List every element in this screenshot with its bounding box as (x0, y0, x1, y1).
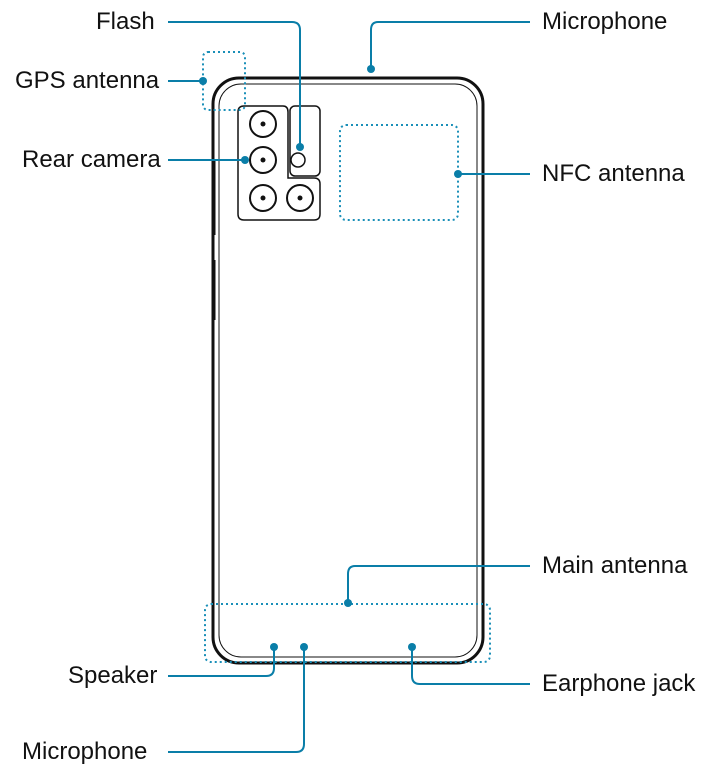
callout-lines (168, 21, 530, 753)
dotted-regions (202, 51, 491, 663)
label-speaker: Speaker (68, 662, 158, 689)
label-gps-antenna: GPS antenna (15, 67, 160, 94)
rear-camera-module (237, 105, 321, 221)
camera-lens-3 (249, 184, 277, 212)
callout-microphone-top (370, 21, 530, 68)
callout-earphone-jack (411, 648, 530, 685)
callout-flash (168, 21, 301, 145)
callout-main-antenna (347, 565, 530, 601)
label-flash: Flash (96, 8, 155, 35)
main-antenna-region (204, 603, 491, 663)
camera-lens-2 (249, 146, 277, 174)
phone-outline (211, 76, 485, 665)
camera-lens-1 (249, 110, 277, 138)
label-nfc-antenna: NFC antenna (542, 160, 685, 187)
callout-speaker (168, 648, 275, 677)
label-main-antenna: Main antenna (542, 552, 688, 579)
flash-lamp (290, 152, 306, 168)
label-microphone-bottom: Microphone (22, 738, 148, 765)
camera-lens-4 (286, 184, 314, 212)
callout-dots (199, 65, 462, 651)
callout-microphone-bottom (168, 648, 305, 753)
label-earphone-jack: Earphone jack (542, 670, 696, 697)
gps-antenna-region (202, 51, 246, 111)
label-microphone-top: Microphone (542, 8, 668, 35)
label-rear-camera: Rear camera (22, 146, 161, 173)
nfc-antenna-region (339, 124, 459, 221)
